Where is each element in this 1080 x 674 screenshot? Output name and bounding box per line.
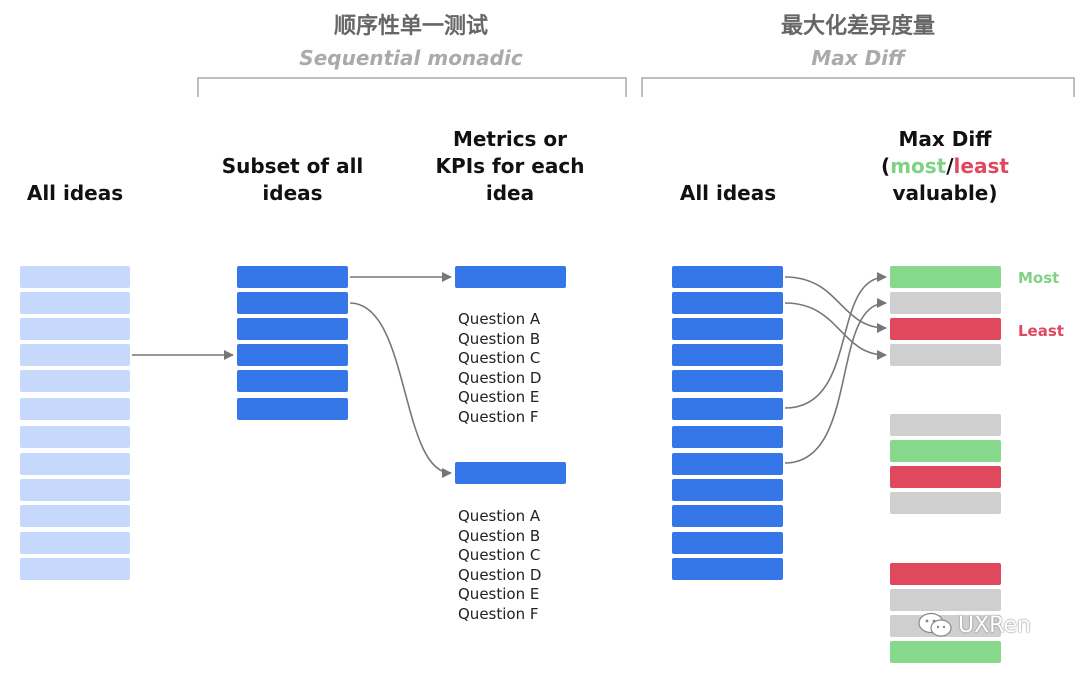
idea-bar [20,292,130,314]
section-subtitle-right: Max Diff [811,46,905,70]
column-head-all-ideas-right: All ideas [679,181,777,205]
idea-bar [672,370,783,392]
idea-bar [20,426,130,448]
maxdiff-option-green [890,266,1001,288]
column-head-metrics: Metrics or KPIs for each idea [435,127,585,205]
subset-bar [237,318,348,340]
idea-bar [672,398,783,420]
idea-bar [20,532,130,554]
question-item: Question D [458,368,542,387]
bracket-right [641,77,1075,97]
idea-bar [672,479,783,501]
question-item: Question E [458,585,540,603]
section-title-left: 顺序性单一测试 [333,14,488,39]
idea-bar [20,344,130,366]
maxdiff-option-green [890,641,1001,663]
question-list: Question A Question B Question C Questio… [458,507,541,624]
least-label: Least [1018,322,1064,340]
question-item: Question A [458,310,541,328]
idea-bar [20,370,130,392]
question-item: Question F [458,604,539,623]
question-item: Question F [458,407,539,426]
idea-bar [20,266,130,288]
idea-bar [672,505,783,527]
arrow-idea-8 [784,298,887,464]
maxdiff-option-gray [890,344,1001,366]
idea-bar [672,558,783,580]
question-item: Question B [458,329,541,348]
arrow-idea-2 [784,302,887,360]
idea-bar [20,505,130,527]
idea-bar [672,532,783,554]
least-word: least [953,154,1009,178]
idea-bar [20,318,130,340]
subset-bar [237,292,348,314]
idea-bar [672,266,783,288]
bracket-left [197,77,627,97]
subset-bar [237,370,348,392]
arrow-idea-1 [784,276,887,333]
idea-bar [672,453,783,475]
subset-bar [237,266,348,288]
most-label: Most [1018,269,1060,287]
column-head-all-ideas-left: All ideas [26,181,124,205]
column-head-subset: Subset of all ideas [221,154,364,205]
question-item: Question C [458,349,541,367]
idea-bar [672,292,783,314]
watermark-text: UXRen [958,612,1031,638]
maxdiff-option-gray [890,292,1001,314]
section-title-right: 最大化差异度量 [780,14,935,39]
wechat-icon [918,612,952,637]
question-item: Question A [458,507,541,525]
arrow-idea-6 [784,272,887,409]
idea-bar [672,426,783,448]
idea-bar [20,453,130,475]
arrow-subset-to-metric-2 [349,302,452,478]
question-item: Question E [458,388,540,406]
metric-idea-bar [455,462,566,484]
maxdiff-option-gray [890,492,1001,514]
question-item: Question B [458,526,541,545]
maxdiff-option-green [890,440,1001,462]
maxdiff-option-red [890,466,1001,488]
maxdiff-option-gray [890,589,1001,611]
most-word: most [890,154,947,178]
maxdiff-option-red [890,563,1001,585]
idea-bar [672,344,783,366]
subset-bar [237,398,348,420]
idea-bar [20,479,130,501]
watermark: UXRen [918,612,1031,638]
question-item: Question D [458,565,542,584]
column-head-maxdiff: Max Diff (most/least valuable) [881,127,1009,205]
subset-bar [237,344,348,366]
maxdiff-option-red [890,318,1001,340]
section-subtitle-left: Sequential monadic [299,46,523,70]
idea-bar [672,318,783,340]
question-list: Question A Question B Question C Questio… [458,310,541,427]
question-item: Question C [458,546,541,564]
idea-bar [20,558,130,580]
maxdiff-option-gray [890,414,1001,436]
metric-idea-bar [455,266,566,288]
idea-bar [20,398,130,420]
